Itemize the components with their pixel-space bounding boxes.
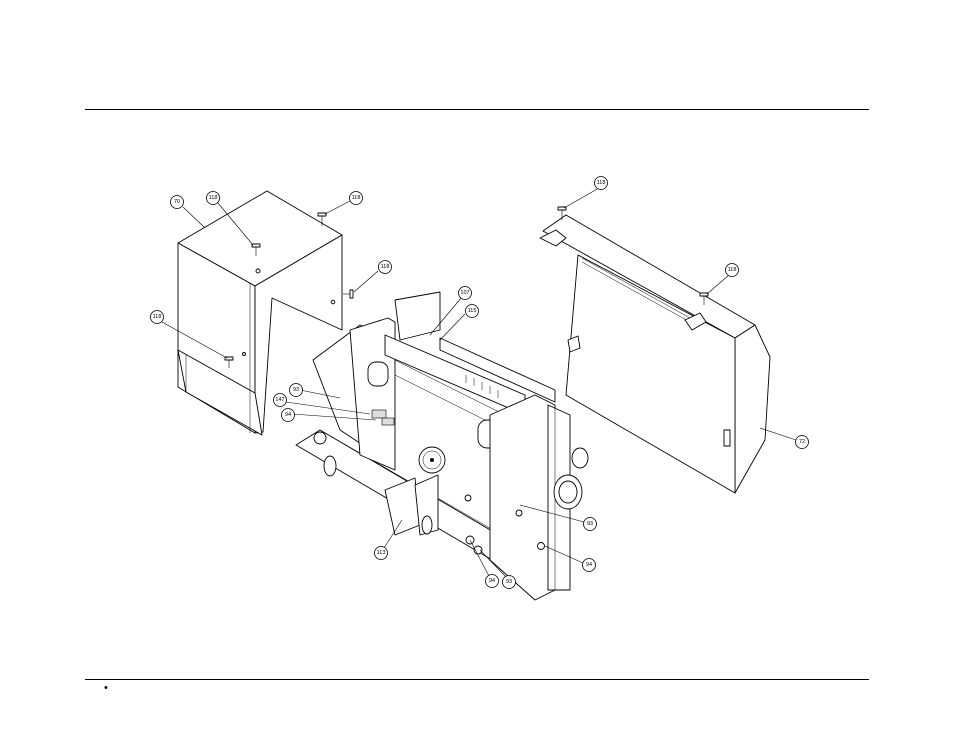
callout-118: 118 (378, 260, 392, 274)
svg-text:118: 118 (728, 267, 737, 273)
callout-118: 118 (206, 191, 220, 205)
svg-text:107: 107 (460, 290, 469, 296)
callout-118: 118 (150, 310, 164, 324)
callout-94: 94 (485, 574, 499, 588)
callout-147: 147 (273, 393, 287, 407)
svg-text:118: 118 (352, 195, 361, 201)
svg-text:72: 72 (799, 439, 805, 445)
callout-93: 93 (583, 517, 597, 531)
svg-text:70: 70 (174, 199, 180, 205)
screw-icon (557, 206, 567, 220)
print-mechanism (295, 291, 589, 601)
svg-text:94: 94 (586, 562, 592, 568)
callout-70: 70 (170, 195, 184, 209)
right-cover (539, 214, 771, 494)
svg-text:147: 147 (275, 397, 284, 403)
callout-118: 118 (594, 176, 608, 190)
svg-text:94: 94 (489, 578, 495, 584)
callout-72: 72 (795, 435, 809, 449)
screw-icon (317, 212, 327, 226)
left-cover (177, 190, 343, 436)
callout-118: 118 (349, 191, 363, 205)
bottom-rule (85, 679, 869, 680)
svg-text:93: 93 (506, 579, 512, 585)
screw-icon (699, 292, 709, 305)
svg-text:94: 94 (285, 412, 291, 418)
svg-text:118: 118 (209, 195, 218, 201)
top-rule (85, 109, 869, 110)
callout-93: 93 (502, 575, 516, 589)
callout-93: 93 (289, 383, 303, 397)
svg-text:118: 118 (381, 264, 390, 270)
screws (224, 206, 709, 368)
svg-text:118: 118 (153, 314, 162, 320)
screw-icon (224, 356, 234, 368)
screw-icon (251, 243, 261, 256)
svg-text:113: 113 (377, 550, 386, 556)
svg-text:118: 118 (597, 180, 606, 186)
screw-icon (343, 289, 354, 299)
callout-118: 118 (725, 263, 739, 277)
callout-113: 113 (374, 546, 388, 560)
callout-94: 94 (582, 558, 596, 572)
callout-115: 115 (465, 304, 479, 318)
svg-text:93: 93 (587, 521, 593, 527)
svg-text:115: 115 (468, 308, 477, 314)
callout-107: 107 (458, 286, 472, 300)
callout-94: 94 (281, 408, 295, 422)
svg-text:93: 93 (293, 387, 299, 393)
leader-lines (161, 187, 797, 580)
footer-bullet: • (104, 682, 108, 694)
